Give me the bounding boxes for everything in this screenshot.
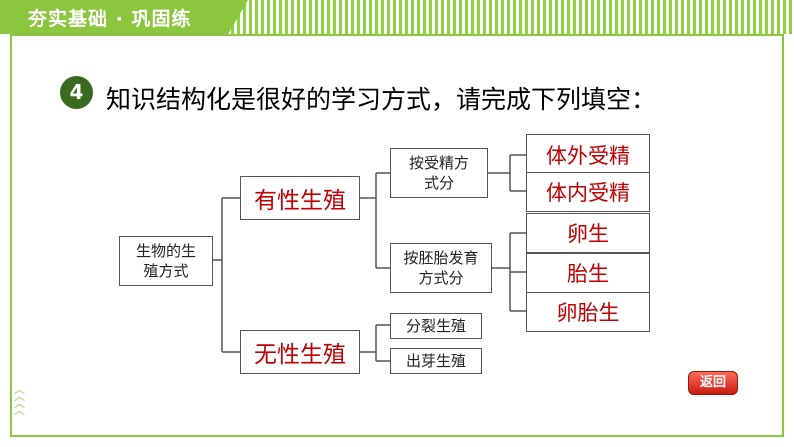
answer-oviparous: 卵生 — [526, 213, 650, 253]
frame-top — [10, 34, 784, 36]
chevron-up-stack-icon: ︿︿︿︿ — [14, 383, 25, 417]
sexual-reproduction-box: 有性生殖 — [240, 176, 360, 220]
budding-label: 出芽生殖 — [405, 352, 466, 370]
sexual-reproduction-label: 有性生殖 — [254, 188, 346, 214]
section-tag: 夯实基础 · 巩固练 — [0, 0, 248, 34]
frame-bottom — [10, 435, 784, 437]
embryo-method-box: 按胚胎发育方式分 — [390, 243, 492, 293]
answer-ovoviviparous-label: 卵胎生 — [556, 301, 620, 325]
asexual-reproduction-box: 无性生殖 — [240, 330, 360, 374]
section-title: 夯实基础 · 巩固练 — [28, 8, 192, 30]
answer-internal-fertilization: 体内受精 — [526, 172, 650, 212]
answer-external-fertilization-label: 体外受精 — [546, 144, 630, 168]
root-box: 生物的生殖方式 — [119, 236, 213, 286]
answer-external-fertilization: 体外受精 — [526, 134, 650, 176]
fission-box: 分裂生殖 — [390, 313, 482, 339]
question-text: 知识结构化是很好的学习方式，请完成下列填空： — [106, 85, 657, 114]
root-label: 生物的生殖方式 — [135, 242, 196, 280]
answer-internal-fertilization-label: 体内受精 — [546, 181, 630, 205]
embryo-method-label: 按胚胎发育方式分 — [403, 249, 479, 287]
answer-viviparous-label: 胎生 — [567, 262, 609, 286]
asexual-reproduction-label: 无性生殖 — [254, 342, 346, 368]
frame-left — [10, 34, 12, 435]
question-number: 4 — [60, 76, 93, 109]
answer-viviparous: 胎生 — [526, 253, 650, 293]
fission-label: 分裂生殖 — [405, 317, 466, 335]
answer-ovoviviparous: 卵胎生 — [526, 292, 650, 332]
budding-box: 出芽生殖 — [390, 348, 482, 374]
back-button[interactable]: 返回 — [688, 371, 738, 395]
fertilization-method-label: 按受精方式分 — [408, 154, 469, 192]
answer-oviparous-label: 卵生 — [567, 222, 609, 246]
frame-right — [782, 34, 784, 435]
fertilization-method-box: 按受精方式分 — [390, 148, 488, 198]
